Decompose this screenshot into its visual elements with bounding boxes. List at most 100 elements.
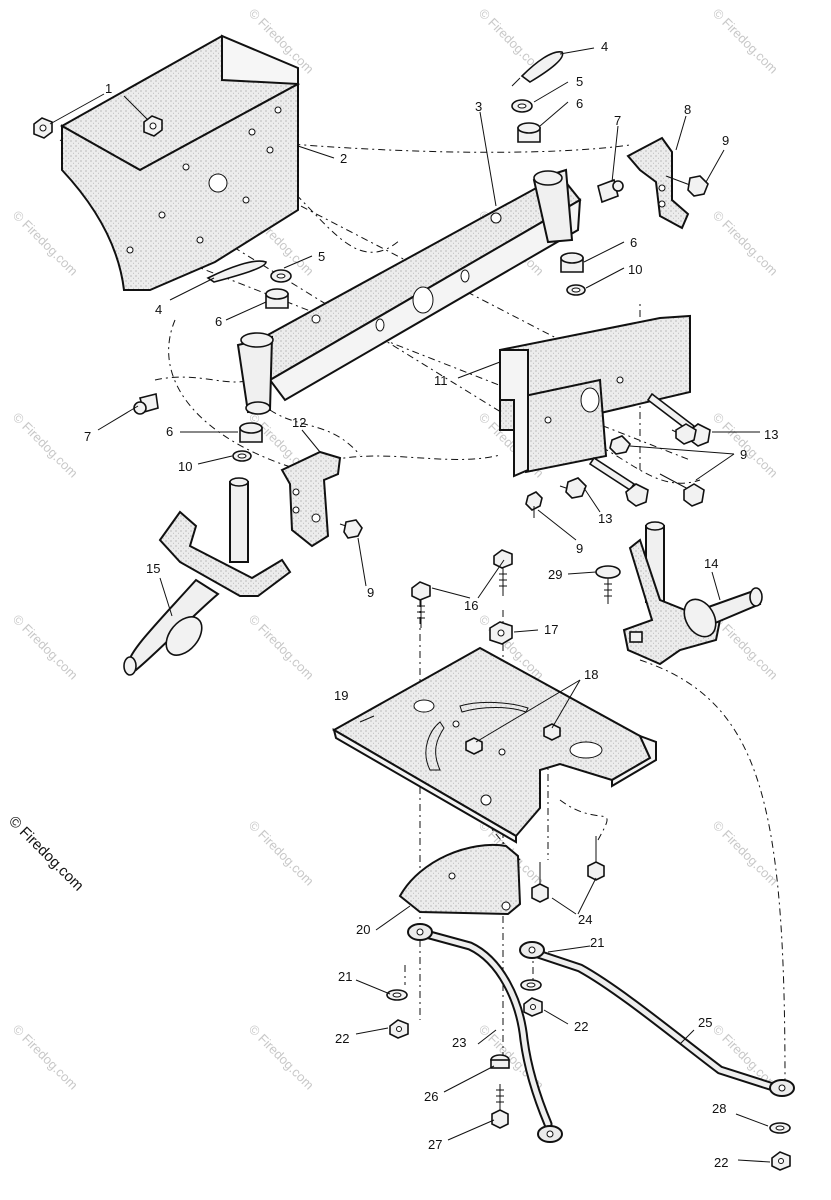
drag-link: [407, 923, 563, 1143]
washer: [386, 989, 408, 1001]
hex-bolt: [531, 862, 549, 903]
callout-18: 18: [584, 667, 598, 682]
washer: [520, 979, 542, 991]
front-bracket: [59, 34, 300, 291]
bolt: [559, 477, 587, 499]
callout-12: 12: [292, 415, 306, 430]
watermark: © Firedog.com: [710, 818, 781, 889]
grease-fitting: [133, 393, 159, 415]
bushing: [265, 288, 289, 309]
washer: [270, 269, 292, 283]
steering-quadrant: [398, 844, 522, 916]
cotter-pin: [206, 260, 267, 283]
callout-1: 1: [105, 81, 112, 96]
callout-13: 13: [598, 511, 612, 526]
watermark: © Firedog.com: [10, 410, 81, 481]
bushing: [239, 422, 263, 443]
hex-bolt: [491, 1084, 509, 1129]
left-spindle: [123, 477, 292, 676]
callout-6: 6: [166, 424, 173, 439]
callout-29: 29: [548, 567, 562, 582]
bolt: [671, 423, 697, 445]
flange-bolt: [493, 549, 513, 596]
callout-9: 9: [722, 133, 729, 148]
washer: [232, 450, 252, 462]
callout-22: 22: [335, 1031, 349, 1046]
washer: [511, 99, 533, 113]
callout-9: 9: [576, 541, 583, 556]
steering-bracket: [280, 450, 342, 548]
long-bolt: [588, 456, 649, 507]
cotter-pin: [511, 51, 564, 87]
callout-6: 6: [576, 96, 583, 111]
bolt: [659, 473, 705, 507]
callout-4: 4: [601, 39, 608, 54]
bushing: [560, 252, 584, 273]
lock-nut: [771, 1151, 791, 1171]
bolt: [339, 519, 363, 539]
front-axle-beam: [236, 168, 582, 415]
flange-nut: [33, 117, 53, 139]
callout-27: 27: [428, 1137, 442, 1152]
right-spindle: [622, 521, 763, 666]
bolt: [665, 175, 709, 197]
callout-21: 21: [338, 969, 352, 984]
watermark: © Firedog.com: [10, 208, 81, 279]
callout-20: 20: [356, 922, 370, 937]
watermark: © Firedog.com: [246, 612, 317, 683]
bushing: [517, 122, 541, 143]
flange-bolt: [411, 581, 431, 628]
grease-fitting: [597, 178, 624, 204]
callout-9: 9: [740, 447, 747, 462]
watermark: © Firedog.com: [710, 6, 781, 77]
watermark: © Firedog.com: [10, 612, 81, 683]
callout-5: 5: [318, 249, 325, 264]
callout-9: 9: [367, 585, 374, 600]
copyright-notice: © Firedog.com: [5, 813, 87, 895]
callout-5: 5: [576, 74, 583, 89]
callout-3: 3: [475, 99, 482, 114]
carriage-bolt: [595, 565, 621, 604]
watermark: © Firedog.com: [246, 1022, 317, 1093]
callout-6: 6: [215, 314, 222, 329]
callout-28: 28: [712, 1101, 726, 1116]
callout-26: 26: [424, 1089, 438, 1104]
callout-2: 2: [340, 151, 347, 166]
watermark: © Firedog.com: [710, 410, 781, 481]
callout-11: 11: [434, 373, 448, 388]
callout-17: 17: [544, 622, 558, 637]
callout-6: 6: [630, 235, 637, 250]
callout-23: 23: [452, 1035, 466, 1050]
washer: [769, 1122, 791, 1134]
callout-13: 13: [764, 427, 778, 442]
callout-14: 14: [704, 556, 718, 571]
watermark: © Firedog.com: [10, 1022, 81, 1093]
callout-10: 10: [178, 459, 192, 474]
callout-7: 7: [84, 429, 91, 444]
callout-22: 22: [574, 1019, 588, 1034]
bolt: [609, 435, 631, 455]
steering-plate: [331, 646, 657, 844]
callout-22: 22: [714, 1155, 728, 1170]
watermark: © Firedog.com: [246, 818, 317, 889]
callout-10: 10: [628, 262, 642, 277]
callout-leaders: [49, 47, 771, 1163]
spacer: [490, 1054, 510, 1069]
hex-bolt: [587, 836, 605, 881]
support-channel: [499, 314, 691, 478]
steering-bracket: [626, 136, 690, 230]
lock-nut: [523, 997, 543, 1017]
callout-7: 7: [614, 113, 621, 128]
callout-4: 4: [155, 302, 162, 317]
flange-nut: [143, 115, 163, 137]
callout-19: 19: [334, 688, 348, 703]
callout-16: 16: [464, 598, 478, 613]
tie-rod: [519, 941, 795, 1097]
bolt: [525, 491, 543, 518]
washer: [566, 284, 586, 296]
callout-24: 24: [578, 912, 592, 927]
callout-labels: 1 2 3 4 4 5 5 6 6 6 6 7 7 8 9 9 9 9 10 1…: [84, 39, 778, 1170]
callout-8: 8: [684, 102, 691, 117]
watermark: © Firedog.com: [710, 208, 781, 279]
